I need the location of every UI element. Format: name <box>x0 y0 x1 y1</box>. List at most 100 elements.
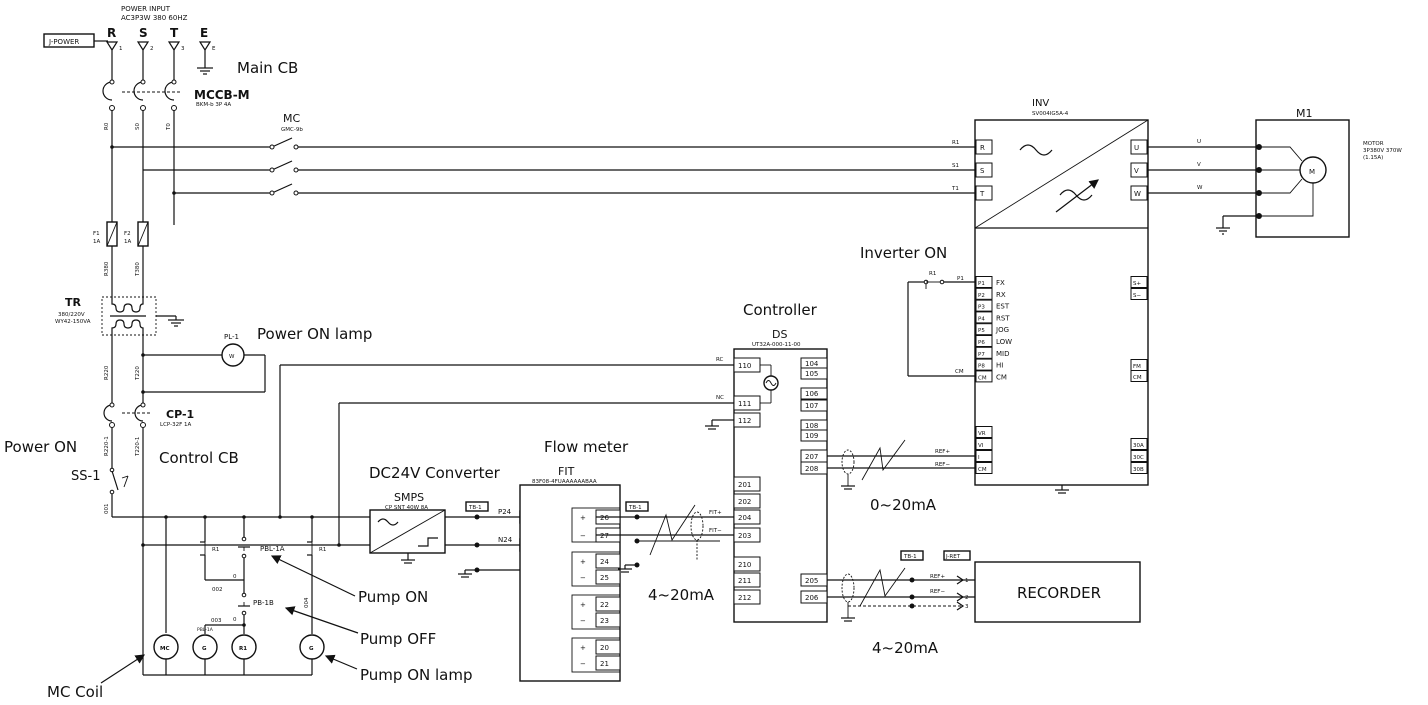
fit-terminal-num: 22 <box>600 601 609 609</box>
inv-output-pins: UVW <box>1130 139 1148 201</box>
tr-spec1: 380/220V <box>58 312 85 318</box>
ds-right-pin-label: 109 <box>805 432 818 440</box>
lamp-g2-label: G <box>309 646 314 652</box>
inv-io-name: CM <box>996 373 1007 381</box>
wire-s0: S0 <box>135 123 141 130</box>
inv-ref-pin <box>975 450 993 462</box>
power-input-title: POWER INPUT <box>121 5 171 13</box>
inv-in-pin-label: R <box>980 144 985 152</box>
wire-001: 001 <box>104 504 110 515</box>
power-input-spec: AC3P3W 380 60HZ <box>121 14 188 22</box>
smps: DC24V Converter SMPS CP SNT 40W 8A TB-1 … <box>369 464 541 578</box>
annotation-signal-rec: 4~20mA <box>872 639 939 657</box>
cp1-spec: LCP-32F 1A <box>160 422 191 428</box>
fit-tb-label: TB-1 <box>628 505 642 511</box>
inv-right-pin-label: 30A <box>1133 443 1144 449</box>
inv-right-pin-label: 30C <box>1133 455 1144 461</box>
ds-left-pin-label: 112 <box>738 417 751 425</box>
fit-terminal-sign: − <box>580 660 586 668</box>
mc-name: MC <box>283 112 300 125</box>
wire-r0: R0 <box>104 122 110 130</box>
ds-left-pin <box>733 493 761 509</box>
wire-u: U <box>1197 139 1201 145</box>
ds-rc-label: RC <box>716 357 724 363</box>
inv-io-pin-label: P1 <box>978 281 985 287</box>
mccb-pole-s <box>133 81 144 101</box>
ds-name: DS <box>772 328 787 341</box>
inv-ref-pin <box>975 426 993 438</box>
ds-right-pin-label: 107 <box>805 402 818 410</box>
controller-ds: Controller DS UT32A-000-11-00 1101111122… <box>705 301 828 623</box>
ds-left-pin-label: 204 <box>738 514 752 522</box>
phase-num-2: 2 <box>150 46 154 52</box>
fit-terminal-pin <box>595 655 621 671</box>
inv-io-pin <box>975 323 993 336</box>
r1-contact-label: R1 <box>212 547 219 553</box>
inv-io-pin <box>975 358 993 371</box>
inv-io-pin <box>975 311 993 324</box>
annotation-signal-fit: 4~20mA <box>648 586 715 604</box>
power-input: POWER INPUT AC3P3W 380 60HZ R S T E J-PO… <box>43 5 216 75</box>
mc-spec: GMC-9b <box>281 127 303 133</box>
inv-io-name: MID <box>996 350 1010 358</box>
ds-recorder-signal: TB-1 J-RET REF+ REF− 1 2 3 RECORDER <box>827 550 1141 623</box>
ac-symbol-icon <box>377 518 399 526</box>
wire-w: W <box>1197 185 1203 191</box>
ds-left-pin <box>733 556 761 572</box>
fit-name: FIT <box>558 465 575 478</box>
inv-out-pin-label: U <box>1134 144 1139 152</box>
ds-left-pin-label: 211 <box>738 577 751 585</box>
inv-ref-pin <box>975 438 993 450</box>
inv-out-pin <box>1130 162 1148 178</box>
ds-inv-signal: REF+ REF− <box>827 439 976 490</box>
ds-left-pin <box>733 589 761 605</box>
ds-nc-label: NC <box>716 395 724 401</box>
motor: U V W M1 M MOTOR 3P380V 370W (1.15A) <box>1148 107 1402 238</box>
ds-left-pin <box>733 509 761 525</box>
fuse-f2-label: F2 <box>124 231 131 237</box>
rec-pin-1: 1 <box>965 578 969 584</box>
inv-io-pin-label: P6 <box>978 340 985 346</box>
fuses: F1 1A F2 1A R380 T380 <box>93 170 149 300</box>
inv-ref-pin <box>975 462 993 474</box>
phase-num-e: E <box>212 46 216 52</box>
ds-left-pin-label: 202 <box>738 498 751 506</box>
ds-left-pin-label: 201 <box>738 481 751 489</box>
annotation-power-on-lamp: Power ON lamp <box>257 325 372 343</box>
inv-p1-wire-label: P1 <box>957 276 964 282</box>
inv-out-pin-label: V <box>1134 167 1139 175</box>
inv-io-pin <box>975 335 993 347</box>
inv-right-pin-label: 30B <box>1133 467 1144 473</box>
ds-right-pin-label: 104 <box>805 360 819 368</box>
annotation-dc24v-converter: DC24V Converter <box>369 464 501 482</box>
control-ladder: MC R1 002 0 PBL-1A PB-1B 003 0 PBL-1A <box>112 357 738 676</box>
rec-tb-label: TB-1 <box>903 554 917 560</box>
ds-spec: UT32A-000-11-00 <box>752 342 801 348</box>
wire-t0: T0 <box>166 123 172 131</box>
recorder-box <box>974 561 1141 623</box>
pbl-1a-label: PBL-1A <box>260 545 285 553</box>
flow-meter-fit: Flow meter FIT 83F08-4FUAAAAAABAA +26−27… <box>519 438 738 682</box>
rec-ref-minus: REF− <box>930 589 945 595</box>
fit-terminal-sign: − <box>580 617 586 625</box>
annotation-inverter-on: Inverter ON <box>860 244 947 262</box>
annotation-control-cb: Control CB <box>159 449 239 467</box>
inv-right-pin <box>1130 450 1148 462</box>
smps-spec: CP SNT 40W 8A <box>385 505 428 511</box>
inv-io-name: RX <box>996 291 1006 299</box>
lamp-g1-label: G <box>202 646 207 652</box>
wire-r220: R220 <box>104 365 110 380</box>
wire-mark-1: 0 <box>233 574 237 580</box>
wire-002: 002 <box>212 587 223 593</box>
inv-out-pin <box>1130 185 1148 201</box>
ds-signal-pin-label: 206 <box>805 594 819 602</box>
annotation-pump-on-lamp: Pump ON lamp <box>360 666 472 684</box>
fuse-f2-value: 1A <box>124 239 131 245</box>
inv-io-pin-label: P3 <box>978 305 985 311</box>
inv-io-pin <box>975 346 993 359</box>
motor-symbol: M <box>1309 168 1315 176</box>
tr-name: TR <box>65 296 82 309</box>
